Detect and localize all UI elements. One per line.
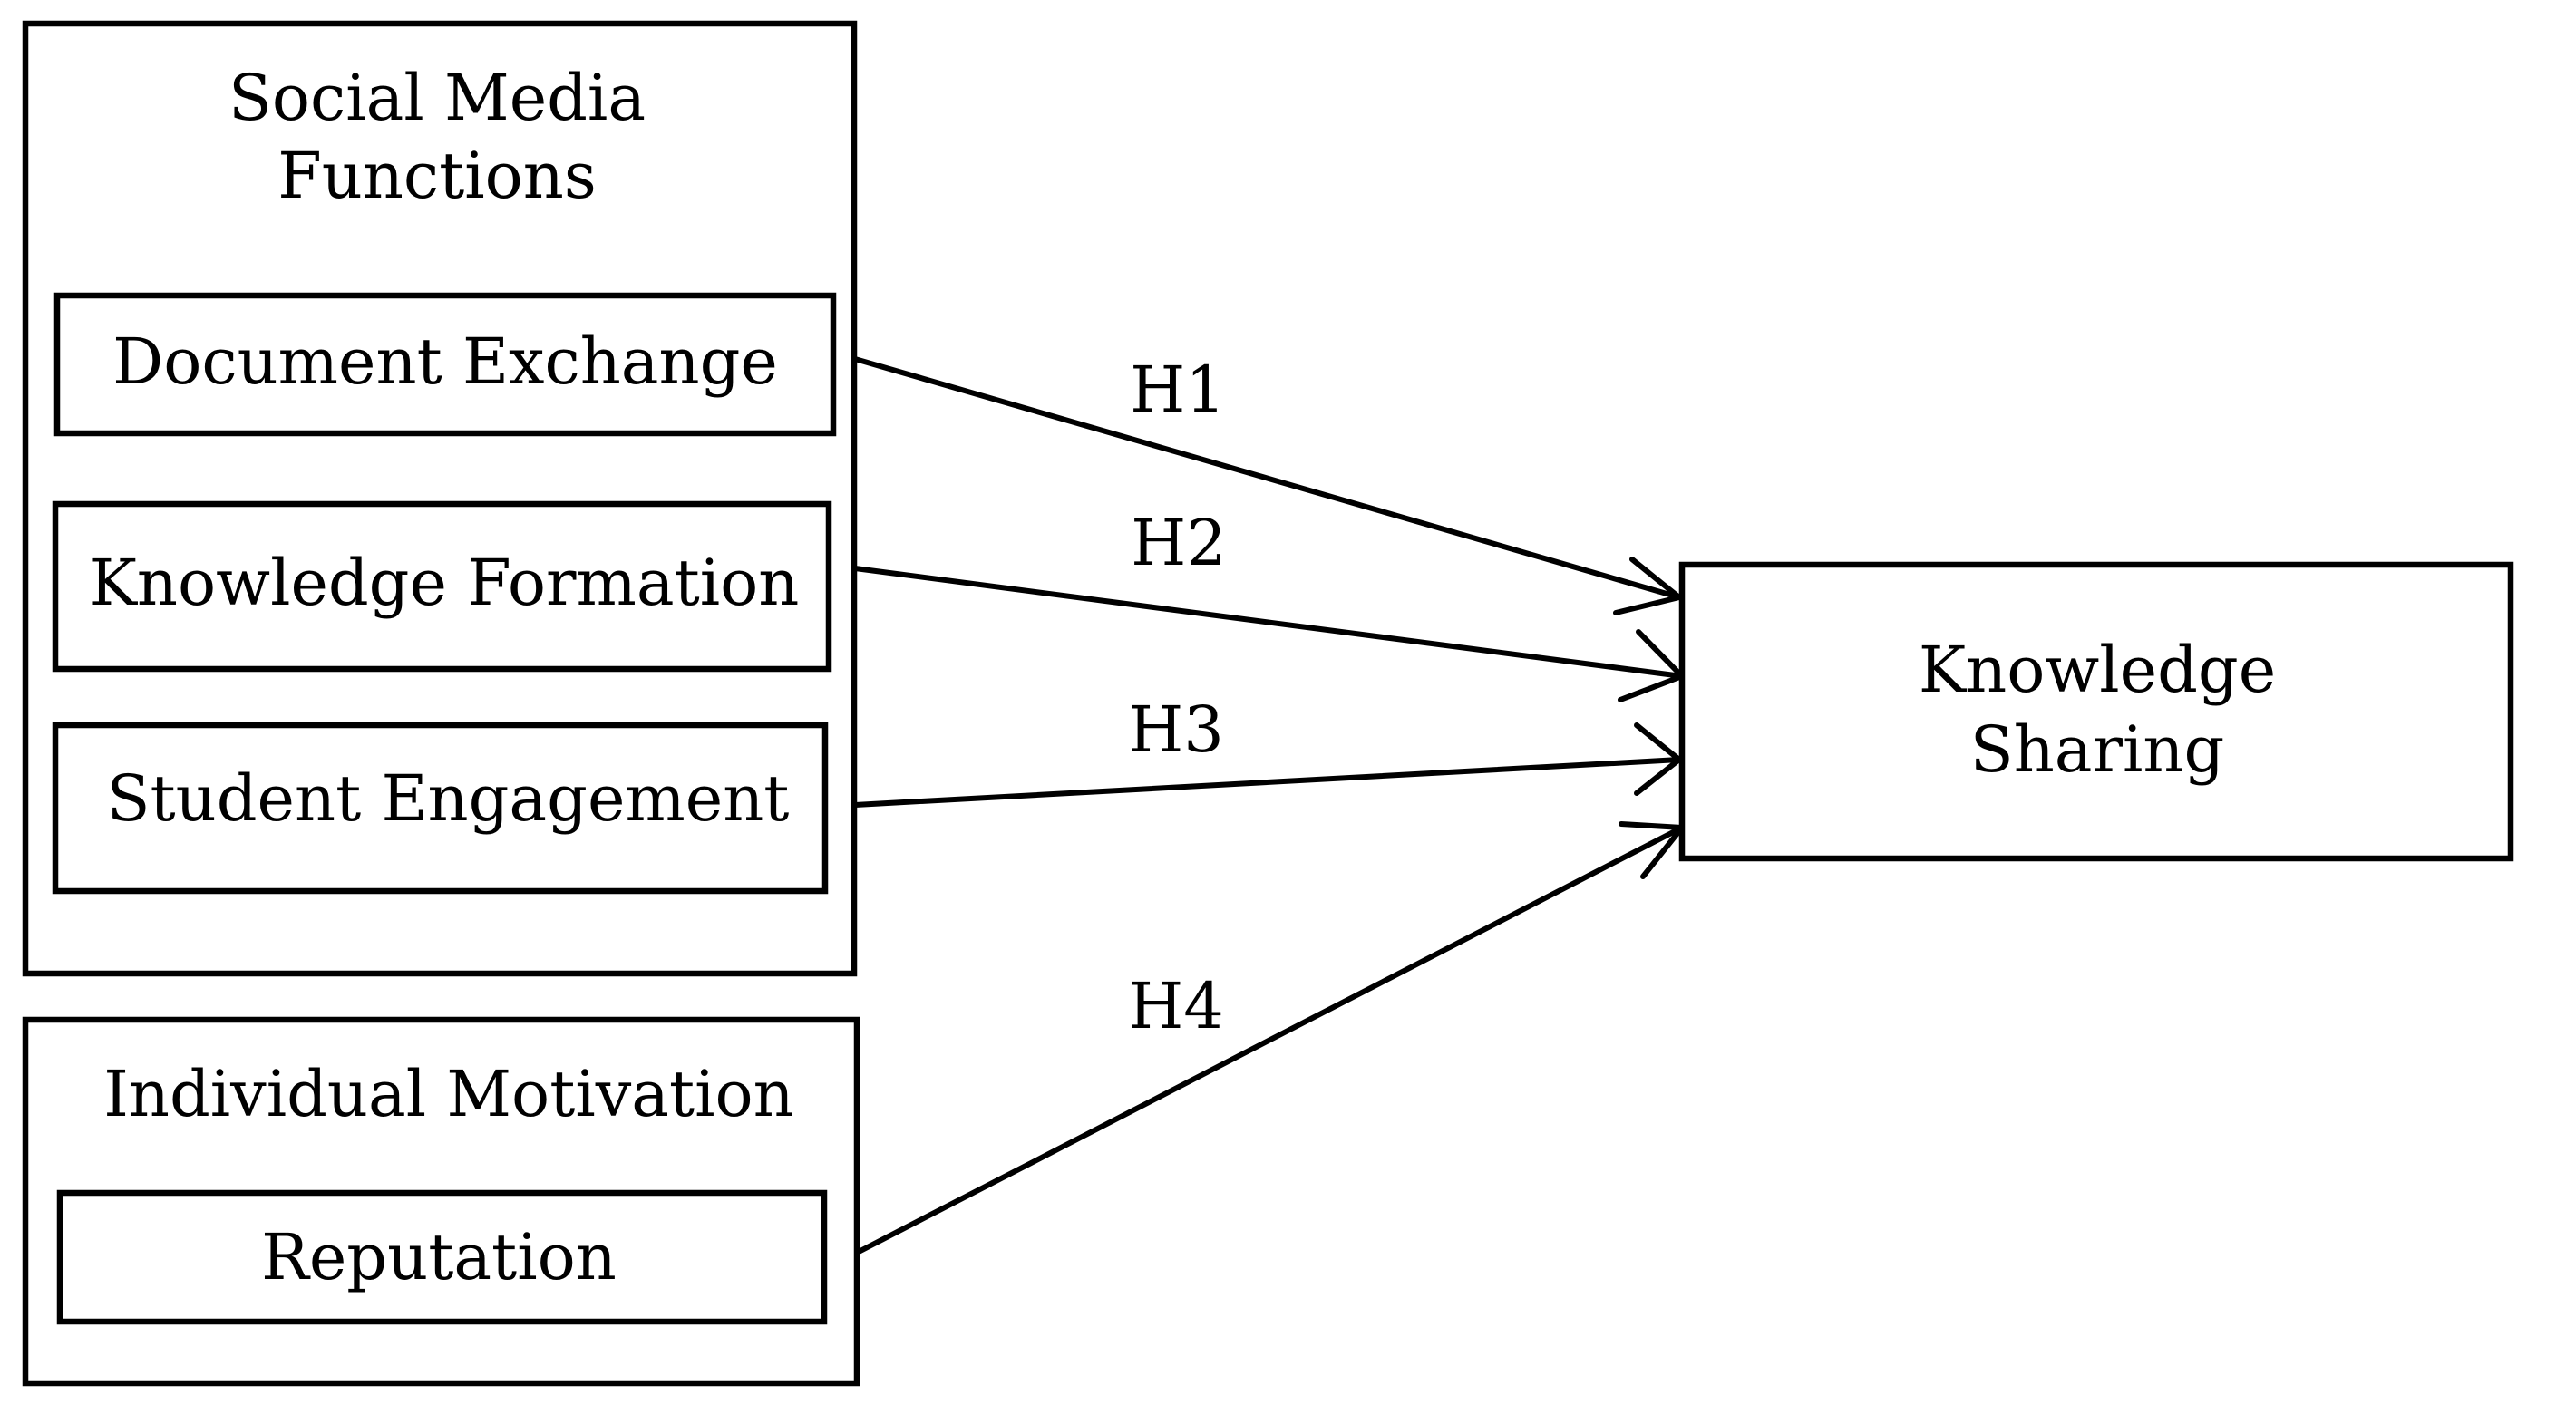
h4-arrowhead [1619, 821, 1685, 879]
hypothesis-label-h1: H1 [1130, 353, 1226, 427]
knowledge-sharing-label-line1: Knowledge [1919, 633, 2276, 707]
reputation-label: Reputation [261, 1220, 617, 1294]
hypothesis-label-h2: H2 [1131, 506, 1227, 580]
h3-arrow [852, 757, 1682, 808]
knowledge-sharing-box [1678, 561, 2514, 862]
individual-motivation-title: Individual Motivation [103, 1057, 794, 1131]
h2-arrow [852, 566, 1685, 679]
student-engagement-box [52, 722, 829, 895]
h3-arrowhead [1634, 722, 1682, 796]
document-exchange-box [53, 292, 837, 437]
student-engagement-label: Student Engagement [107, 761, 790, 836]
document-exchange-label: Document Exchange [112, 325, 778, 399]
knowledge-formation-box [52, 500, 832, 673]
knowledge-formation-label: Knowledge Formation [90, 546, 800, 620]
knowledge-sharing-label-line2: Sharing [1970, 712, 2225, 787]
hypothesis-label-h4: H4 [1128, 969, 1224, 1043]
social-media-functions-title-line2: Functions [277, 139, 597, 213]
hypothesis-label-h3: H3 [1128, 693, 1224, 767]
h1-arrowhead [1613, 557, 1682, 615]
h1-arrow [852, 356, 1682, 600]
h4-arrow [854, 825, 1685, 1255]
reputation-box [56, 1189, 828, 1325]
h2-arrowhead [1618, 629, 1685, 702]
social-media-functions-title-line1: Social Media [228, 61, 646, 135]
